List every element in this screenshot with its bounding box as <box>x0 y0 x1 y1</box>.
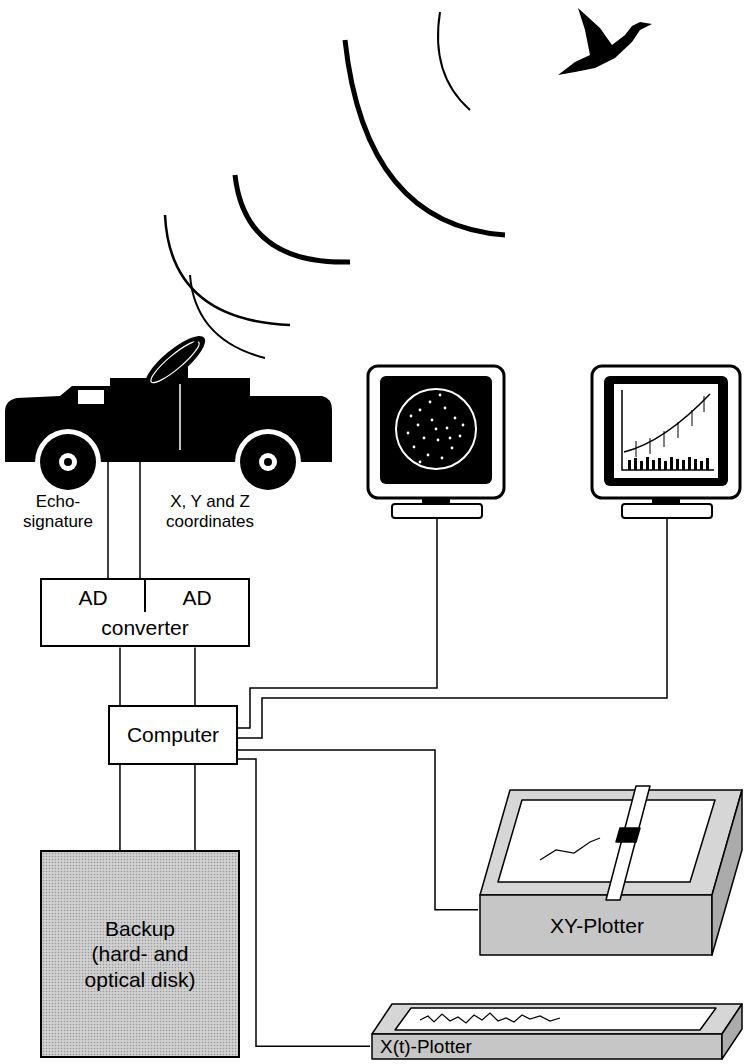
plotter-front <box>480 895 712 955</box>
radar-scope-circle <box>396 389 476 469</box>
connector-wire <box>119 647 121 705</box>
signal-label: Echo-signature <box>14 492 102 533</box>
chart-error-bars <box>636 396 704 457</box>
signal-wire <box>139 462 141 578</box>
plotter-pen-carriage <box>616 828 640 842</box>
monitor-cable <box>238 518 437 728</box>
plotter-arm <box>606 786 650 900</box>
radar-dish <box>138 328 212 395</box>
node-label: Computer <box>127 722 219 747</box>
wheel-arch <box>35 429 101 495</box>
node-label: XY-Plotter <box>550 915 644 936</box>
converter-row: ADAD <box>42 580 248 612</box>
monitor-base <box>392 504 482 518</box>
xy-plotter: XY-Plotter <box>478 786 745 958</box>
wheel-hub <box>64 458 72 466</box>
monitor-screen <box>604 376 728 486</box>
wheel-arch <box>235 429 301 495</box>
signal-label: X, Y and Z coordinates <box>150 492 270 533</box>
monitor-cable <box>238 518 667 738</box>
chart-bars <box>628 457 709 470</box>
plotter-front <box>372 1034 722 1059</box>
wheel-hub <box>259 453 277 471</box>
plotter-paper <box>395 1008 716 1030</box>
chart-axes <box>622 390 714 470</box>
plotter-paper <box>498 800 715 882</box>
radar-wave <box>438 12 470 110</box>
truck-wheel <box>40 434 96 490</box>
duck-silhouette <box>558 8 652 75</box>
computer-box: Computer <box>108 705 238 765</box>
plotter-label-area: XY-Plotter <box>482 897 712 953</box>
chart-area <box>614 384 718 478</box>
radar-feed <box>175 338 200 362</box>
node-label: converter <box>42 612 248 645</box>
xt-plotter: X(t)-Plotter <box>370 1000 744 1060</box>
node-label: AD <box>146 580 248 612</box>
truck-wheel <box>240 434 296 490</box>
truck-window <box>78 390 104 404</box>
plotted-trace <box>420 1013 560 1023</box>
truck-door-line <box>179 384 181 450</box>
plotter-side <box>712 790 742 955</box>
radar-echo-dots <box>407 394 465 464</box>
backup-box: Backup (hard- and optical disk) <box>40 850 240 1058</box>
plotter-side <box>722 1004 742 1059</box>
plotter-label-area: X(t)-Plotter <box>380 1034 580 1059</box>
radar-wave <box>165 215 290 325</box>
plotter-top <box>372 1004 742 1034</box>
radar-dish-rim <box>147 337 203 388</box>
monitor-screen <box>380 376 492 484</box>
signal-wire <box>107 462 109 578</box>
converter-box: ADADconverter <box>40 578 250 647</box>
monitor-case <box>368 366 504 498</box>
node-label: X(t)-Plotter <box>380 1037 472 1056</box>
connector-wire <box>194 765 196 850</box>
wheel-hub <box>59 453 77 471</box>
connector-wire <box>238 750 478 910</box>
radar-wave <box>235 175 350 262</box>
plotted-line <box>540 838 600 860</box>
wheel-hub <box>264 458 272 466</box>
radar-wave <box>345 40 505 235</box>
connector-wire <box>194 647 196 705</box>
node-label: Backup (hard- and optical disk) <box>84 916 196 992</box>
chart-curve <box>624 394 710 452</box>
connector-wire <box>238 759 370 1046</box>
monitor-case <box>592 366 740 498</box>
node-label: AD <box>42 580 146 612</box>
connector-wire <box>119 765 121 850</box>
monitor-base <box>622 504 712 518</box>
